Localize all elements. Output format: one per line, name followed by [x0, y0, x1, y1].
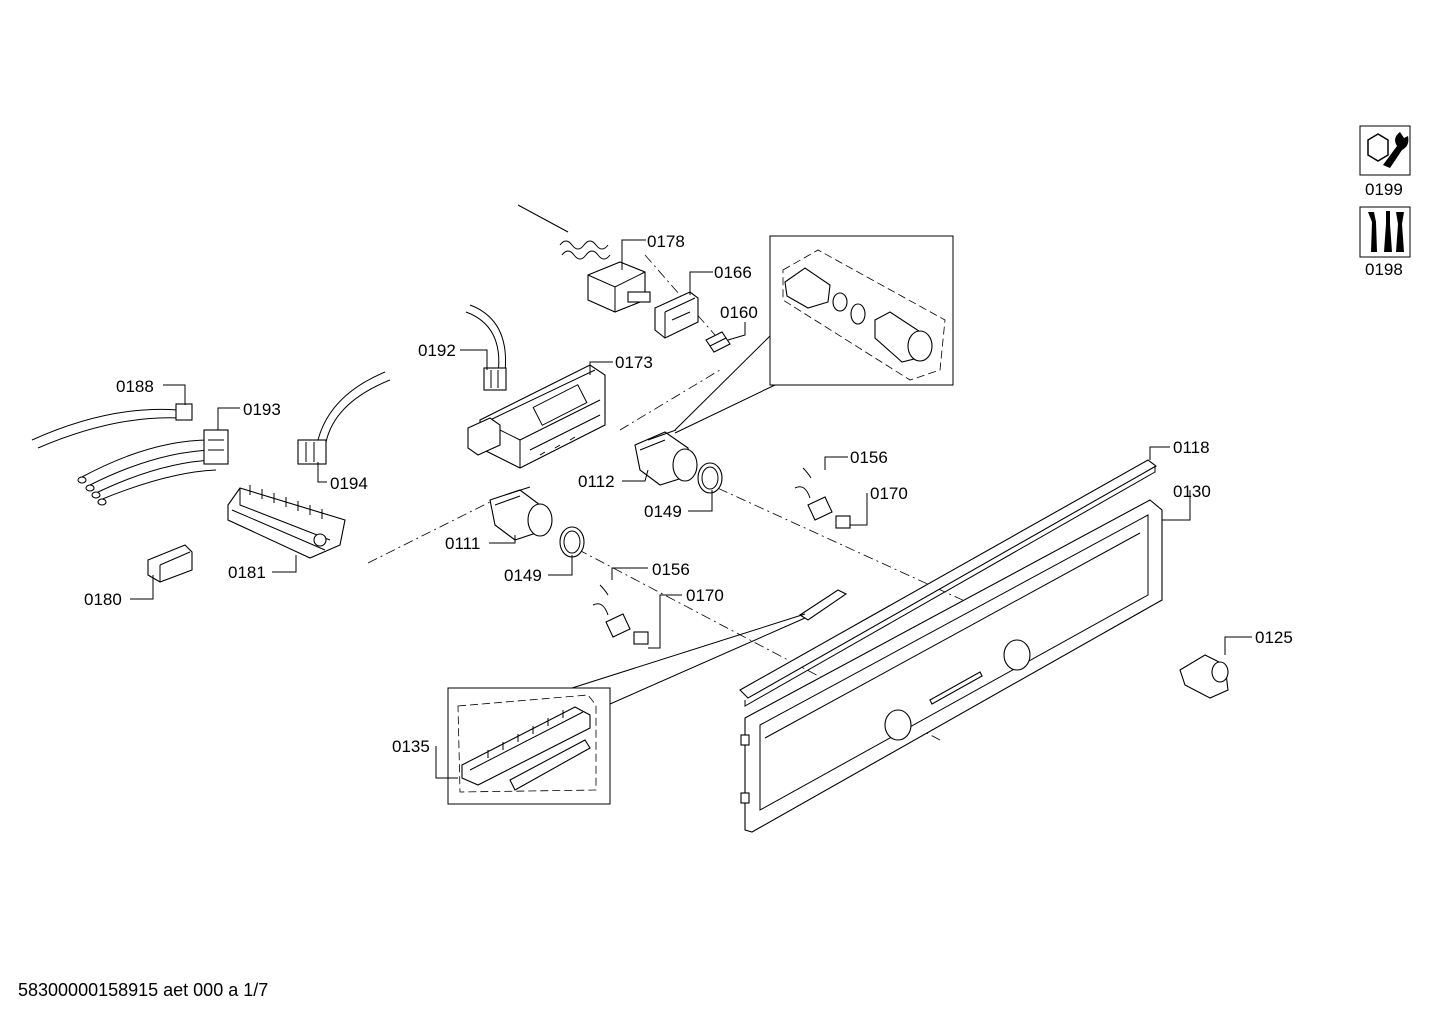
label-0156-lower: 0156	[652, 560, 690, 579]
part-labels: 0199 0198 0178 0166 0160 0192 0173 0188 …	[84, 180, 1403, 756]
part-0180-bracket	[147, 544, 193, 583]
label-0173: 0173	[615, 353, 653, 372]
detail-frame-touch-strip	[447, 589, 848, 805]
label-0156-upper: 0156	[850, 448, 888, 467]
part-0193-wire-harness	[77, 429, 229, 506]
part-0149-ring-lower	[559, 526, 585, 558]
label-0170-upper: 0170	[870, 484, 908, 503]
part-0112-rotary-switch	[634, 429, 698, 486]
label-0160: 0160	[720, 303, 758, 322]
label-0180: 0180	[84, 590, 122, 609]
label-0199: 0199	[1365, 180, 1403, 199]
label-0178: 0178	[647, 232, 685, 251]
part-0149-ring-upper	[697, 462, 723, 494]
label-0198: 0198	[1365, 260, 1403, 279]
part-0118-trim-strip	[739, 459, 1158, 707]
part-0173-control-module	[467, 364, 606, 469]
label-0125: 0125	[1255, 628, 1293, 647]
label-0166: 0166	[714, 263, 752, 282]
label-0170-lower: 0170	[686, 586, 724, 605]
part-0178-thermostat	[517, 204, 651, 313]
label-leaders	[130, 239, 1252, 779]
part-0170-connector-upper	[835, 515, 851, 529]
part-0125-clip	[1179, 654, 1229, 699]
part-0170-connector-lower	[633, 631, 649, 645]
part-0156-sensor-lower	[592, 584, 631, 638]
label-0149-upper: 0149	[644, 502, 682, 521]
label-0149-lower: 0149	[504, 566, 542, 585]
label-0194: 0194	[330, 474, 368, 493]
label-0188: 0188	[116, 377, 154, 396]
part-0188-cable	[31, 403, 193, 449]
screwdriver-pliers-icon	[1359, 206, 1411, 258]
part-0160-clip	[705, 331, 731, 353]
label-0112: 0112	[578, 472, 615, 491]
detail-frame-knob	[674, 235, 954, 434]
label-0193: 0193	[243, 400, 281, 419]
part-0194-cable	[297, 371, 391, 465]
label-0135: 0135	[392, 737, 430, 756]
part-0111-rotary-switch	[489, 486, 553, 541]
part-0156-sensor-upper	[794, 467, 833, 521]
wrench-nut-icon	[1359, 125, 1411, 176]
label-0111: 0111	[445, 534, 480, 553]
label-0118: 0118	[1173, 438, 1210, 457]
part-0192-cable	[465, 304, 507, 391]
label-0192: 0192	[418, 341, 456, 360]
label-0130: 0130	[1173, 482, 1211, 501]
part-0130-control-panel	[740, 499, 1163, 833]
label-0181: 0181	[228, 563, 266, 582]
part-0181-terminal-block	[227, 485, 346, 559]
part-0166-bracket	[654, 291, 699, 339]
drawing-reference: 58300000158915 aet 000 a 1/7	[18, 980, 269, 1000]
